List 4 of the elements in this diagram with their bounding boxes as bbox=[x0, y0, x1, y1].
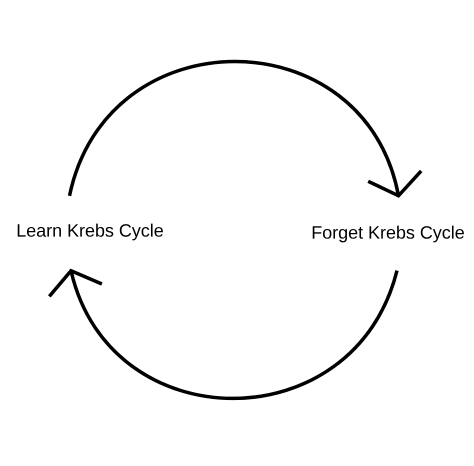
curved-arrow bbox=[48, 268, 399, 400]
node-label: Forget Krebs Cycle bbox=[312, 226, 464, 242]
node-label: Learn Krebs Cycle bbox=[18, 224, 163, 240]
curved-arrow bbox=[68, 60, 422, 198]
